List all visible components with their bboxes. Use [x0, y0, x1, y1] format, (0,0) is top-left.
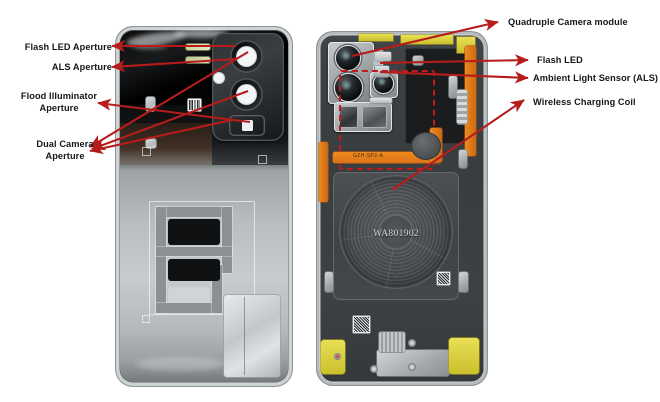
- side-flex-cable: [319, 142, 328, 202]
- als-aperture-window: [186, 57, 210, 63]
- adhesive-foil-patch: [224, 295, 280, 377]
- label-wireless-charging-coil: Wireless Charging Coil: [533, 97, 636, 107]
- kapton-tape: [401, 35, 453, 44]
- antenna-clip: [325, 272, 333, 292]
- smudge: [134, 44, 168, 50]
- coil-segment: [222, 207, 232, 273]
- coil-window: [168, 287, 210, 303]
- coil-segment: [212, 265, 222, 313]
- kapton-tape: [449, 338, 479, 374]
- lens-glint: [341, 51, 351, 61]
- flood-illuminator-aperture: [229, 115, 265, 136]
- nfc-antenna-trace: [149, 201, 256, 329]
- flood-illuminator-aperture-hole: [242, 120, 253, 131]
- speaker-grille: [379, 332, 405, 352]
- camera-isp-chip: [362, 106, 387, 128]
- side-grille: [457, 90, 467, 124]
- coil-segment: [156, 303, 220, 313]
- label-line-2: Aperture: [45, 150, 85, 161]
- coil-qr-label: [437, 272, 450, 285]
- screw: [409, 340, 415, 346]
- coil-part-marking: WA801902: [372, 229, 420, 239]
- main-flex-cable-bottom: [333, 152, 441, 163]
- bottom-bracket: [377, 350, 449, 376]
- camera-sensor-chip: [339, 106, 358, 128]
- right-device-internal-assembly: GZH-SP2-A WA801902: [317, 32, 487, 385]
- coil-winding-disc: [339, 175, 453, 289]
- shield-tab: [449, 76, 457, 98]
- dual-camera-aperture-ring-top: [230, 40, 263, 73]
- screw: [371, 366, 377, 372]
- als-aperture-hole: [214, 73, 224, 83]
- label-flood-illuminator-aperture: Flood Illuminator Aperture: [0, 91, 118, 114]
- shield-tab: [413, 56, 423, 65]
- label-flash-led: Flash LED: [537, 55, 583, 65]
- camera-flex-connector: [370, 98, 392, 103]
- label-flash-led-aperture: Flash LED Aperture: [24, 42, 112, 52]
- coil-segment: [156, 247, 232, 256]
- alignment-mark: [142, 147, 151, 156]
- label-als-aperture: ALS Aperture: [51, 62, 112, 72]
- alignment-mark: [142, 315, 150, 323]
- flash-led-aperture-window: [186, 44, 210, 50]
- coil-window: [168, 259, 220, 281]
- vibration-motor: [411, 132, 441, 160]
- antenna-clip: [459, 272, 468, 292]
- lens-glint: [378, 78, 386, 86]
- label-ambient-light-sensor: Ambient Light Sensor (ALS): [533, 73, 659, 83]
- foil-crease: [244, 297, 246, 375]
- cover-barcode-label: [188, 99, 201, 111]
- coil-segment: [156, 207, 166, 313]
- camera-aperture-island: [212, 33, 284, 141]
- lens-glint: [341, 80, 352, 91]
- label-quadruple-camera-module: Quadruple Camera module: [508, 17, 628, 27]
- alignment-mark: [258, 155, 267, 164]
- dual-camera-aperture-hole-top: [237, 47, 256, 66]
- label-dual-camera-aperture: Dual Camera Aperture: [10, 139, 120, 162]
- indicator-dot: [335, 354, 340, 359]
- label-line-1: Flood Illuminator: [20, 91, 98, 101]
- flash-led-component: [375, 52, 391, 61]
- cover-tab: [146, 97, 155, 111]
- coil-hub: [379, 215, 413, 249]
- antenna-clip: [459, 150, 467, 168]
- lower-qr-label: [353, 316, 370, 333]
- flex-cable-printed-code: GZH-SP2-A: [353, 153, 384, 159]
- smudge: [174, 29, 228, 38]
- dual-camera-aperture-ring-bottom: [230, 78, 263, 111]
- left-device-back-cover: [116, 27, 292, 386]
- dual-camera-aperture-hole-bottom: [237, 85, 256, 104]
- wireless-charging-coil: WA801902: [333, 172, 459, 300]
- label-line-2: Aperture: [39, 102, 79, 113]
- kapton-tape: [321, 340, 345, 374]
- coil-window: [168, 219, 220, 245]
- screw: [409, 364, 415, 370]
- cover-inner-brown: [120, 123, 212, 165]
- coil-segment: [156, 207, 232, 217]
- label-line-1: Dual Camera: [36, 139, 94, 149]
- trace-outline: [149, 201, 255, 315]
- camera-lens-1: [336, 46, 360, 70]
- smudge: [136, 357, 224, 371]
